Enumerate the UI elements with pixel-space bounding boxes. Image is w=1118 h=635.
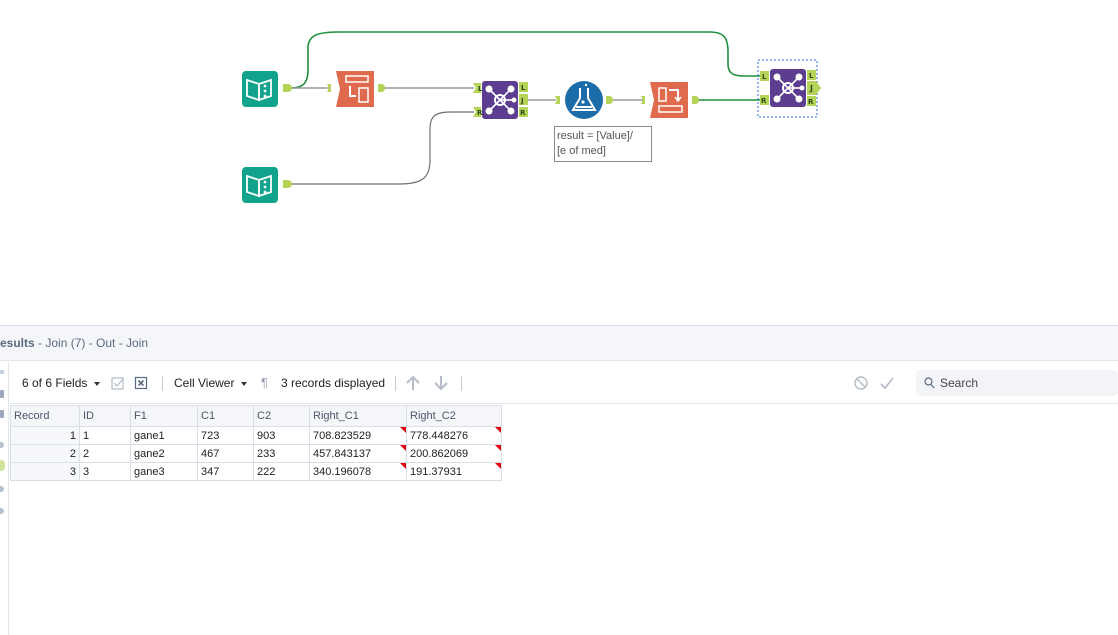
- cell-f1[interactable]: gane1: [130, 426, 198, 445]
- connections-layer: [289, 31, 760, 185]
- table-row: 1 1 gane1 723 903 708.823529 778.448276: [10, 426, 502, 445]
- results-left-rail: [0, 362, 9, 635]
- column-header-f1[interactable]: F1: [130, 405, 198, 427]
- table-header-row: Record ID F1 C1 C2 Right_C1 Right_C2: [10, 405, 502, 427]
- chevron-down-icon: [94, 381, 101, 386]
- deselect-all-checkbox-icon[interactable]: [133, 375, 149, 391]
- transpose-tool[interactable]: [326, 70, 386, 108]
- annotation-line-2: [e of med]: [557, 145, 606, 157]
- cell-viewer-dropdown[interactable]: Cell Viewer: [174, 362, 248, 404]
- cell-right-c1[interactable]: 708.823529: [309, 426, 407, 445]
- cell-record[interactable]: 1: [10, 426, 80, 445]
- column-header-c1[interactable]: C1: [197, 405, 254, 427]
- results-title: esults: [0, 336, 35, 350]
- cell-record[interactable]: 3: [10, 462, 80, 481]
- cell-f1[interactable]: gane2: [130, 444, 198, 463]
- cell-id[interactable]: 2: [79, 444, 131, 463]
- svg-text:L: L: [478, 85, 483, 93]
- search-icon: [924, 377, 935, 389]
- cell-id[interactable]: 1: [79, 426, 131, 445]
- results-toolbar: 6 of 6 Fields Cell Viewer ¶ 3 records di…: [10, 362, 1118, 404]
- rail-metadata-icon[interactable]: [0, 410, 4, 418]
- cancel-icon[interactable]: [853, 375, 869, 391]
- results-table: Record ID F1 C1 C2 Right_C1 Right_C2 1 1…: [10, 405, 502, 481]
- rail-anchor-icon-1[interactable]: [0, 442, 4, 448]
- toolbar-divider: [162, 376, 163, 391]
- cell-id[interactable]: 3: [79, 462, 131, 481]
- toolbar-divider: [395, 376, 396, 391]
- cell-c2[interactable]: 903: [253, 426, 310, 445]
- column-header-record[interactable]: Record: [10, 405, 80, 427]
- results-subtitle: - Join (7) - Out - Join: [34, 336, 149, 350]
- svg-text:R: R: [808, 98, 814, 106]
- toolbar-divider: [461, 376, 462, 391]
- arrow-down-icon[interactable]: [432, 374, 450, 392]
- cell-viewer-label: Cell Viewer: [174, 376, 235, 390]
- cell-right-c2[interactable]: 200.862069: [406, 444, 502, 463]
- input-data-tool-2[interactable]: [241, 166, 293, 204]
- select-all-checkbox-icon[interactable]: [110, 375, 126, 391]
- svg-text:L: L: [521, 84, 526, 92]
- svg-text:R: R: [761, 97, 767, 105]
- cell-c2[interactable]: 222: [253, 462, 310, 481]
- cell-c1[interactable]: 347: [197, 462, 254, 481]
- rail-anchor-icon-active[interactable]: [0, 460, 5, 471]
- results-header: esults - Join (7) - Out - Join: [0, 326, 1118, 361]
- connection-input2-to-join1-right: [290, 111, 474, 185]
- column-header-right-c1[interactable]: Right_C1: [309, 405, 407, 427]
- apply-check-icon[interactable]: [879, 375, 895, 391]
- formula-tool[interactable]: [554, 80, 614, 120]
- column-header-id[interactable]: ID: [79, 405, 131, 427]
- formula-annotation: result = [Value]/ [e of med]: [554, 126, 652, 162]
- search-placeholder: Search: [940, 376, 979, 390]
- arrow-up-icon[interactable]: [404, 374, 422, 392]
- cell-right-c2[interactable]: 778.448276: [406, 426, 502, 445]
- pilcrow-icon[interactable]: ¶: [261, 375, 268, 390]
- cross-tab-tool[interactable]: [640, 81, 700, 119]
- table-row: 2 2 gane2 467 233 457.843137 200.862069: [10, 444, 502, 463]
- svg-text:J: J: [809, 84, 813, 93]
- cell-record[interactable]: 2: [10, 444, 80, 463]
- records-displayed: 3 records displayed: [281, 376, 386, 390]
- column-header-right-c2[interactable]: Right_C2: [406, 405, 502, 427]
- workflow-canvas[interactable]: L R L J R result = [Value]/ [e of med]: [0, 0, 1118, 325]
- search-input[interactable]: Search: [916, 370, 1118, 396]
- cell-f1[interactable]: gane3: [130, 462, 198, 481]
- fields-dropdown[interactable]: 6 of 6 Fields: [22, 362, 101, 404]
- svg-text:L: L: [762, 73, 767, 81]
- svg-text:J: J: [520, 97, 524, 105]
- input-data-tool-1[interactable]: [241, 70, 293, 108]
- table-row: 3 3 gane3 347 222 340.196078 191.37931: [10, 462, 502, 481]
- annotation-line-1: result = [Value]/: [557, 130, 633, 142]
- svg-text:L: L: [809, 72, 814, 80]
- rail-anchor-icon-3[interactable]: [0, 486, 4, 492]
- chevron-down-icon: [241, 381, 248, 386]
- cell-c1[interactable]: 723: [197, 426, 254, 445]
- cell-c2[interactable]: 233: [253, 444, 310, 463]
- column-header-c2[interactable]: C2: [253, 405, 310, 427]
- svg-text:R: R: [520, 109, 526, 117]
- results-panel: esults - Join (7) - Out - Join 6 of 6 Fi…: [0, 325, 1118, 635]
- svg-text:R: R: [477, 109, 483, 117]
- join-tool-7[interactable]: L R L J R: [757, 59, 823, 119]
- join-tool-1[interactable]: L R L J R: [472, 80, 530, 120]
- cell-c1[interactable]: 467: [197, 444, 254, 463]
- rail-anchor-icon-4[interactable]: [0, 508, 4, 514]
- cell-right-c2[interactable]: 191.37931: [406, 462, 502, 481]
- rail-grip-icon: [0, 370, 4, 374]
- fields-dropdown-label: 6 of 6 Fields: [22, 376, 88, 390]
- cell-right-c1[interactable]: 457.843137: [309, 444, 407, 463]
- connection-input1-to-join7-left: [289, 31, 760, 89]
- cell-right-c1[interactable]: 340.196078: [309, 462, 407, 481]
- rail-table-icon[interactable]: [0, 390, 4, 398]
